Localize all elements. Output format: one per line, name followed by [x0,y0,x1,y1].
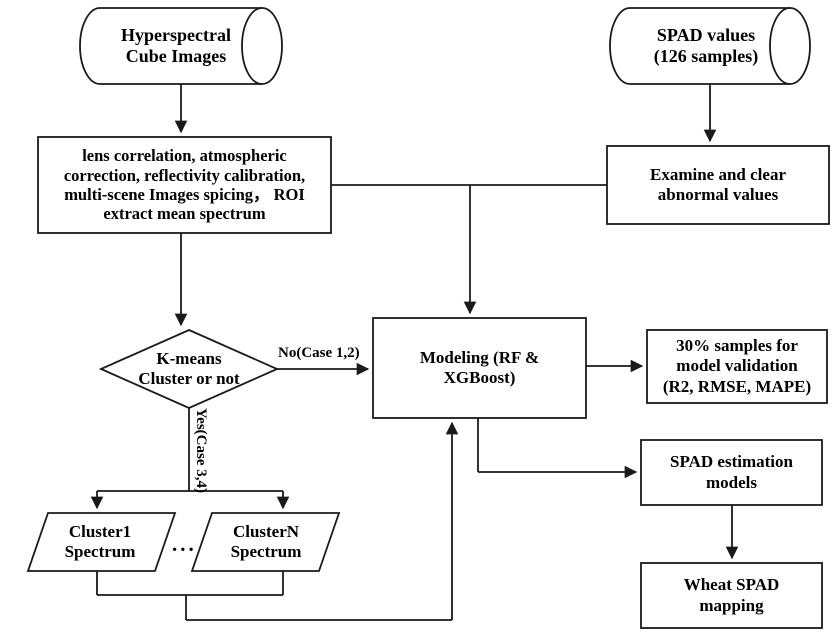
edge-label-no-case: No(Case 1,2) [278,345,360,361]
edge-label-yes-case: Yes(Case 3,4) [193,408,209,493]
node-hyperspectral-cube-shape [79,7,283,85]
node-wheat-mapping-shape [640,562,823,629]
node-spad-estimation-shape [640,439,823,506]
node-kmeans-decision-shape [98,329,280,409]
node-clusterN-shape [190,512,341,572]
node-validation-shape [646,329,828,404]
node-spad-values-shape [609,7,811,85]
node-cluster1-shape [26,512,177,572]
node-examine-clear-shape [606,145,830,225]
node-preprocessing-shape [37,136,332,234]
cluster-ellipsis-label: ... [172,532,197,556]
node-modeling-shape [372,317,587,419]
